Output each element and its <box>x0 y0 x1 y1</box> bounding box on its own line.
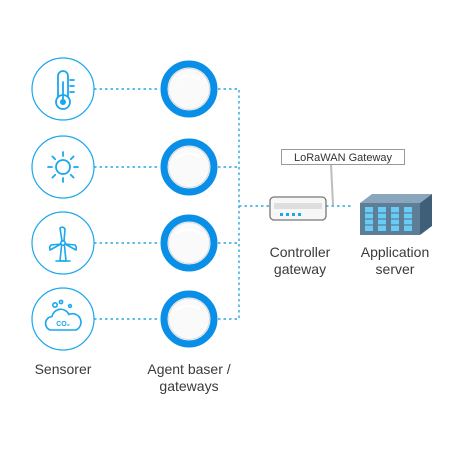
thermometer-icon <box>55 70 75 110</box>
wind-turbine-icon <box>48 226 78 262</box>
app-line-2: server <box>375 261 415 277</box>
sensor-wind <box>31 211 95 275</box>
controller-gateway-device <box>269 163 334 221</box>
application-server-label: Application server <box>347 244 443 278</box>
agent-base-4 <box>160 290 218 348</box>
agent-base-3 <box>160 214 218 272</box>
controller-line-2: gateway <box>273 261 327 277</box>
connectors <box>94 88 352 320</box>
sensor-sun <box>31 135 95 199</box>
co2-text: CO₂ <box>56 321 70 328</box>
co2-cloud-icon <box>44 299 82 331</box>
agent-base-1 <box>160 60 218 118</box>
controller-line-1: Controller <box>269 244 331 260</box>
agents-label: Agent baser / gateways <box>128 361 250 395</box>
sensors-label: Sensorer <box>34 361 92 377</box>
agents-line-1: Agent baser / <box>147 361 231 377</box>
app-line-1: Application <box>360 244 430 260</box>
sensor-co2: CO₂ <box>31 287 95 351</box>
application-server <box>360 194 432 235</box>
sensor-thermometer <box>31 57 95 121</box>
agent-base-2 <box>160 138 218 196</box>
lorawan-gateway-label: LoRaWAN Gateway <box>281 149 405 165</box>
sun-icon <box>47 151 79 183</box>
antenna <box>330 163 334 206</box>
agent-bus <box>218 88 240 320</box>
controller-gateway-label: Controller gateway <box>258 244 342 278</box>
agents-line-2: gateways <box>159 378 219 394</box>
